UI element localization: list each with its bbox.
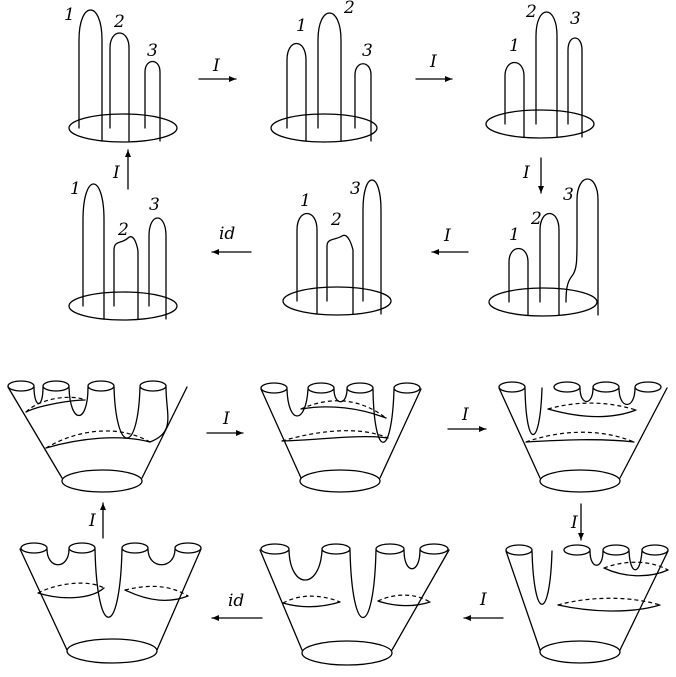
top-panel-2: 1 2 3 [270, 0, 378, 143]
top-p5-label-1: 1 [300, 191, 311, 211]
top-p5-label-3: 3 [350, 179, 361, 199]
top-arrow-2: I [415, 52, 453, 82]
top-p4-label-3: 3 [149, 195, 160, 215]
bottom-arrow-4: I [88, 502, 106, 539]
bottom-arrow-6: I [463, 590, 504, 621]
top-arrow-1: I [198, 56, 237, 82]
bottom-arrow-2: I [447, 405, 487, 432]
top-arrow-5-label: id [219, 224, 235, 244]
top-p1-label-3: 3 [147, 41, 158, 61]
top-p1-label-2: 2 [113, 12, 125, 32]
bottom-panel-1 [7, 380, 188, 493]
top-arrow-4-label: I [112, 163, 120, 183]
bottom-panel-3 [498, 381, 668, 493]
top-arrow-6: I [431, 226, 469, 255]
top-arrow-2-label: I [429, 52, 437, 72]
top-arrow-3: I [522, 157, 544, 194]
top-panel-4: 1 2 3 [68, 179, 178, 321]
top-p2-label-3: 3 [362, 41, 373, 61]
top-panel-3: 1 2 3 [485, 2, 595, 139]
bottom-arrow-2-label: I [461, 405, 469, 425]
bottom-panel-4 [19, 542, 202, 664]
top-p6-label-2: 2 [530, 209, 542, 229]
top-p3-label-3: 3 [570, 9, 581, 29]
top-p2-label-2: 2 [343, 0, 355, 18]
top-arrow-6-label: I [443, 226, 451, 246]
top-p2-label-1: 1 [296, 16, 307, 36]
bottom-panel-2 [260, 382, 422, 493]
top-p5-label-2: 2 [330, 210, 342, 230]
top-panel-6: 1 2 3 [488, 178, 599, 317]
bottom-arrow-3: I [570, 503, 584, 541]
top-arrow-3-label: I [522, 163, 530, 183]
top-arrow-1-label: I [212, 56, 220, 76]
top-p4-label-1: 1 [70, 179, 81, 199]
bottom-panel-6 [505, 544, 669, 664]
bottom-arrow-5: id [211, 591, 263, 621]
top-panel-1: 1 2 3 [64, 5, 178, 143]
bottom-arrow-3-label: I [570, 513, 578, 533]
bottom-arrow-1-label: I [222, 409, 230, 429]
top-arrow-5: id [211, 224, 252, 255]
top-panel-5: 1 2 3 [282, 179, 392, 316]
top-p6-label-3: 3 [563, 185, 574, 205]
top-p6-label-1: 1 [509, 225, 520, 245]
bottom-arrow-5-label: id [228, 591, 244, 611]
top-p3-label-1: 1 [509, 36, 520, 56]
bottom-arrow-6-label: I [479, 590, 487, 610]
top-p3-label-2: 2 [525, 2, 537, 22]
top-p1-label-1: 1 [64, 5, 75, 25]
bottom-panel-5 [259, 543, 450, 666]
top-p4-label-2: 2 [117, 220, 129, 240]
top-arrow-4: I [112, 149, 131, 190]
bottom-arrow-1: I [206, 409, 244, 436]
bottom-arrow-4-label: I [88, 511, 96, 531]
